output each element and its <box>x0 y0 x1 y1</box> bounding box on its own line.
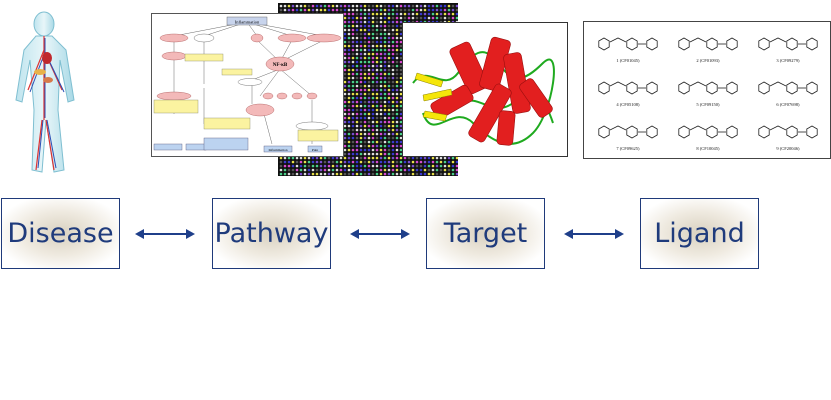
human-body-image <box>14 10 94 178</box>
ligand-caption: 5 (CF09150) <box>696 102 720 107</box>
bidirectional-arrow-icon <box>350 229 410 239</box>
pathway-label: Pathway <box>214 218 329 249</box>
ligand-caption: 4 (CF05108) <box>616 102 640 107</box>
disease-label: Disease <box>7 218 114 249</box>
bidirectional-arrow-icon <box>564 229 624 239</box>
ligand-label: Ligand <box>654 218 745 249</box>
ligand-caption: 3 (CF09279) <box>776 58 800 63</box>
ligand-structures-icon: 1 (CF01045) 2 (CF01093) 3 (CF09279) 4 (CF05… <box>598 37 818 151</box>
pathway-node: Inflammation <box>268 148 287 152</box>
protein-ribbon-structure-icon <box>412 36 555 146</box>
inflammation-pathway-diagram-icon: Inflammation NF-κB In <box>153 16 342 153</box>
ligand-caption: 6 (CF07698) <box>776 102 800 107</box>
pathway-diagram-image: Inflammation NF-κB In <box>151 13 344 157</box>
human-anatomy-icon <box>15 11 75 173</box>
ligand-caption: 7 (CF09625) <box>616 146 640 151</box>
ligand-caption: 9 (CF20046) <box>776 146 800 151</box>
pathway-box: Pathway <box>212 198 331 269</box>
target-label: Target <box>443 218 528 249</box>
bidirectional-arrow-icon <box>135 229 195 239</box>
ligand-box: Ligand <box>640 198 759 269</box>
ligand-structures-image: 1 (CF01045) 2 (CF01093) 3 (CF09279) 4 (CF05… <box>583 21 831 159</box>
disease-box: Disease <box>1 198 120 269</box>
ligand-caption: 8 (CF10045) <box>696 146 720 151</box>
pathway-node: Pain <box>312 148 318 152</box>
pathway-node: NF-κB <box>273 63 288 68</box>
ligand-caption: 2 (CF01093) <box>696 58 720 63</box>
target-box: Target <box>426 198 545 269</box>
ligand-caption: 1 (CF01045) <box>616 58 640 63</box>
pathway-node: Inflammation <box>235 20 260 25</box>
protein-structure-image <box>402 22 568 157</box>
